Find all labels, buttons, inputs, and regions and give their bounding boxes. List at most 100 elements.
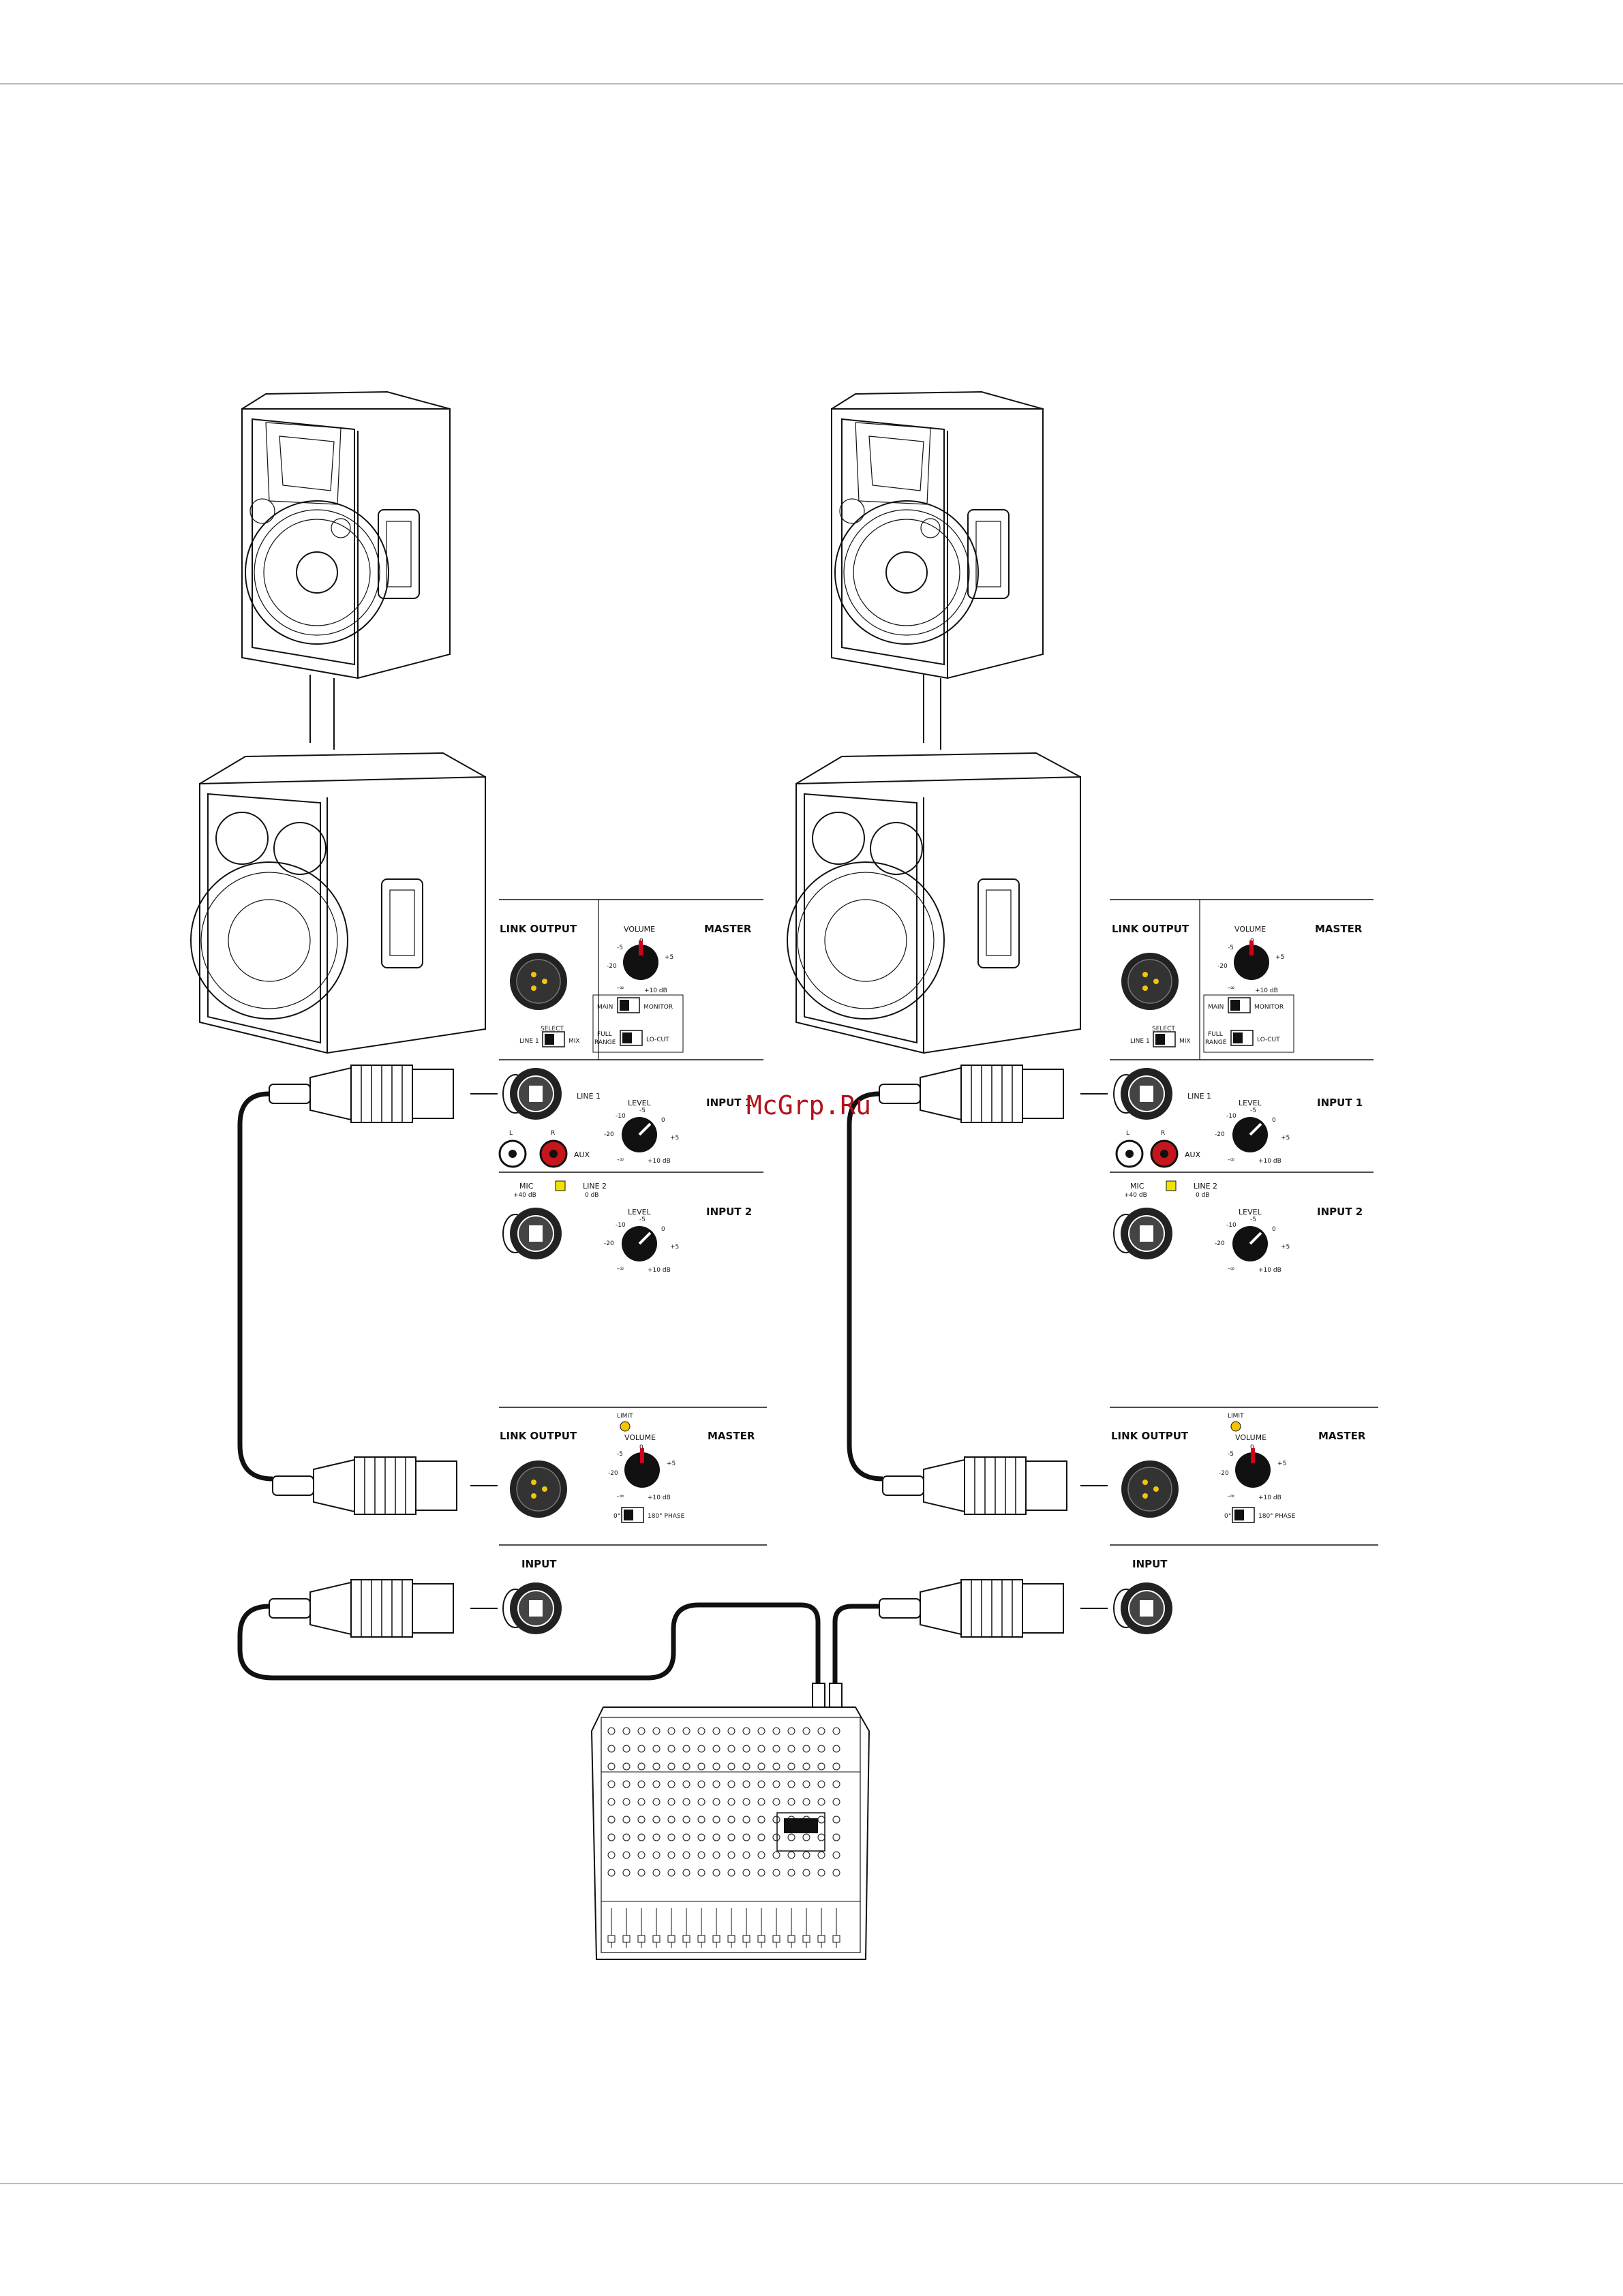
vol-scale-m20: -20 [607,963,617,970]
select-switch[interactable] [542,1031,565,1047]
mixer-knob [727,1780,735,1788]
input2-combo-jack[interactable] [1113,1207,1173,1260]
lvl1-scale-inf: -∞ [1228,1157,1235,1163]
mixer-knob [682,1745,691,1753]
mixer-knob [607,1762,616,1771]
vol-scale-p5: +5 [1275,954,1284,961]
sub-vol-scale-p5: +5 [1277,1460,1286,1467]
select-switch[interactable] [1153,1031,1176,1047]
right-sub-panel: LIMIT LINK OUTPUT VOLUME MASTER -5 0 +5 … [1110,1407,1378,1635]
lo-cut-switch[interactable] [620,1030,643,1046]
xlr-plug-right-sub-link [882,1456,1067,1515]
mixer-knob [727,1816,735,1824]
select-line1-label: LINE 1 [1130,1038,1150,1045]
mixer-knob [697,1780,706,1788]
line2-gain-label: 0 dB [1196,1192,1209,1199]
mixer-knob [712,1833,721,1841]
xlr-plug-left-sub-input [269,1579,454,1638]
mic-line2-switch[interactable] [555,1180,566,1191]
mixer-knob [622,1745,631,1753]
mixer-knob [787,1762,795,1771]
mixer-fader-cap [667,1935,676,1943]
mixer-knob [787,1798,795,1806]
mixer-fader-cap [697,1935,706,1943]
lvl1-scale-0: 0 [1272,1117,1276,1124]
mic-gain-label: +40 dB [1124,1192,1147,1199]
mixer-knob [607,1727,616,1735]
mixer-knob [697,1851,706,1859]
mixer-knob [817,1869,825,1877]
select-mix-label: MIX [1179,1038,1191,1045]
lvl2-scale-p10: +10 dB [648,1267,671,1274]
mixer-knob [772,1833,780,1841]
main-monitor-switch[interactable] [617,997,640,1013]
limit-label: LIMIT [617,1413,633,1420]
sub-volume-knob[interactable] [624,1448,660,1488]
lvl1-scale-inf: -∞ [617,1157,624,1163]
mixer-knob [832,1727,840,1735]
mixer-knob [697,1727,706,1735]
volume-knob[interactable] [623,940,658,980]
main-monitor-switch[interactable] [1228,997,1251,1013]
mixer-knob [667,1798,676,1806]
lvl2-scale-inf: -∞ [617,1266,624,1272]
mixer-knob [742,1745,750,1753]
mixer-knob [682,1762,691,1771]
limit-led [620,1421,631,1432]
mic-line2-switch[interactable] [1166,1180,1177,1191]
line1-combo-jack[interactable] [502,1067,562,1120]
mixer-knob [607,1833,616,1841]
sub-link-output-label: LINK OUTPUT [500,1430,577,1442]
level1-knob[interactable] [620,1116,658,1154]
mixer-fader-cap [637,1935,646,1943]
xlr-plug-right-line1 [879,1065,1064,1123]
mixer-knob [622,1780,631,1788]
level2-label: LEVEL [1239,1208,1262,1216]
mixer-knob [787,1869,795,1877]
lo-cut-switch[interactable] [1230,1030,1254,1046]
mixer-knob [697,1833,706,1841]
sub-vol-scale-m5: -5 [617,1451,623,1458]
sub-master-label: MASTER [1318,1430,1366,1442]
mixer-knob [697,1816,706,1824]
mixer-knob [772,1762,780,1771]
phase-zero-label: 0° [613,1513,620,1520]
mixer-knob [817,1780,825,1788]
mixer-knob [607,1798,616,1806]
mixer-knob [712,1869,721,1877]
mixer-knob [742,1869,750,1877]
level2-knob[interactable] [620,1225,658,1263]
sub-volume-knob[interactable] [1235,1448,1271,1488]
mixer-fader-cap [652,1935,661,1943]
sub-input-combo-jack[interactable] [502,1582,562,1635]
right-top-speaker [831,391,1044,750]
mixer-knob [652,1869,661,1877]
lvl1-scale-m10: -10 [1226,1113,1237,1120]
sub-vol-scale-inf: -∞ [617,1493,624,1500]
volume-knob[interactable] [1234,940,1269,980]
mixer-knob [832,1798,840,1806]
mixer-knob [757,1816,765,1824]
mixer-knob [757,1745,765,1753]
sub-input-label: INPUT [1132,1558,1168,1570]
mixer-fader-cap [787,1935,795,1943]
mixing-console [590,1706,870,1960]
full-label: FULL [597,1031,612,1038]
mixer-knob [607,1851,616,1859]
sub-input-combo-jack[interactable] [1113,1582,1173,1635]
lvl2-scale-m5: -5 [1250,1216,1256,1223]
mixer-knob [652,1833,661,1841]
input2-combo-jack[interactable] [502,1207,562,1260]
phase-switch[interactable] [1232,1507,1255,1523]
volume-label: VOLUME [624,925,655,934]
mixer-knob [727,1869,735,1877]
line1-combo-jack[interactable] [1113,1067,1173,1120]
mixer-knob [607,1869,616,1877]
sub-vol-scale-p5: +5 [667,1460,676,1467]
phase-switch[interactable] [621,1507,644,1523]
level2-knob[interactable] [1231,1225,1269,1263]
level1-knob[interactable] [1231,1116,1269,1154]
mixer-knob [772,1816,780,1824]
vol-scale-m5: -5 [617,945,623,951]
mixer-knob [802,1727,810,1735]
